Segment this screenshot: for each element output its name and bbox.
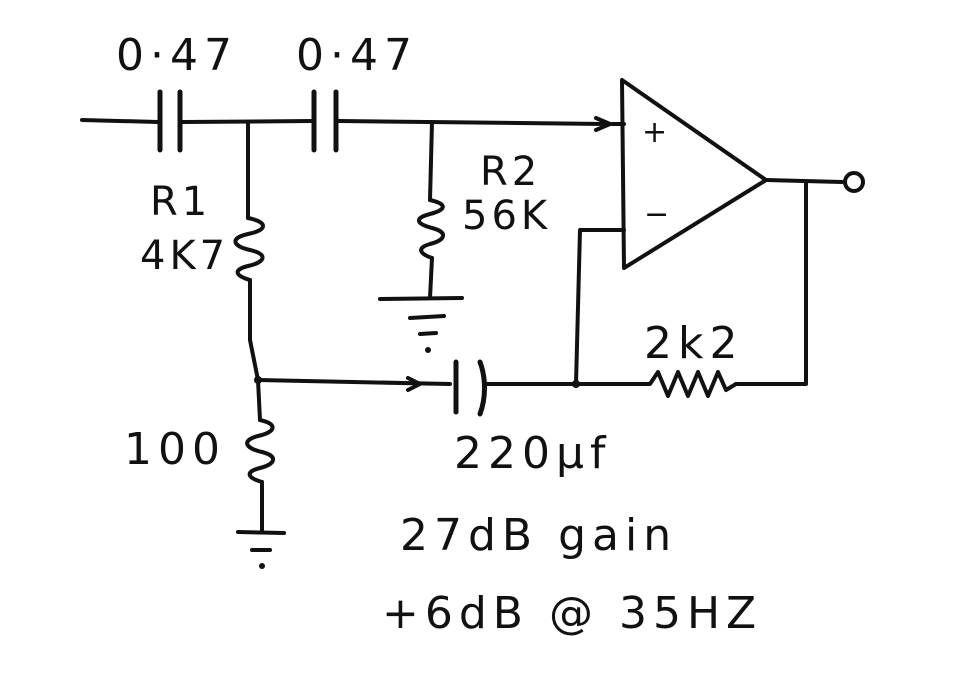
opamp-minus-label: − <box>644 197 670 232</box>
c1-value-label: 0·47 <box>116 30 238 81</box>
r1-resistor <box>233 216 265 282</box>
c1-capacitor <box>157 89 183 153</box>
opamp-plus-label: + <box>642 115 668 150</box>
r2-bottom-wire <box>428 256 434 300</box>
noninverting-input-wire <box>336 119 608 126</box>
junction-dot-b <box>254 376 262 384</box>
r1-bottom-wire <box>248 278 260 382</box>
output-wire <box>764 178 844 184</box>
c2-value-label: 0·47 <box>296 30 418 81</box>
r2-resistor <box>417 198 445 260</box>
r4-resistor <box>574 370 738 398</box>
r3-value-label: 100 <box>124 424 226 475</box>
arrow-mark <box>406 376 422 392</box>
r2-ref-label: R2 <box>480 149 542 195</box>
r1-ref-label: R1 <box>150 179 212 225</box>
output-terminal <box>843 171 865 193</box>
feedback-wire-right <box>734 180 808 386</box>
r2-value-label: 56K <box>462 193 552 239</box>
r2-ground <box>378 296 464 336</box>
c2-capacitor <box>311 89 339 153</box>
input-wire <box>80 118 160 124</box>
c3-value-label: 220μf <box>454 428 612 479</box>
junction-dot <box>572 380 580 388</box>
r4-value-label: 2k2 <box>644 318 744 369</box>
r1-value-label: 4K7 <box>140 233 230 279</box>
r3-top-wire <box>256 378 262 422</box>
r3-ground <box>236 530 286 552</box>
boost-note: +6dB @ 35HZ <box>382 588 763 639</box>
gain-note: 27dB gain <box>400 510 678 561</box>
r3-ground-dot <box>259 563 265 569</box>
opamp-triangle <box>620 78 768 270</box>
r3-resistor <box>245 418 275 484</box>
inverting-input-wire <box>574 228 626 386</box>
r2-top-wire <box>428 120 434 202</box>
c3-capacitor <box>453 359 487 417</box>
r2-ground-dot <box>425 347 431 353</box>
